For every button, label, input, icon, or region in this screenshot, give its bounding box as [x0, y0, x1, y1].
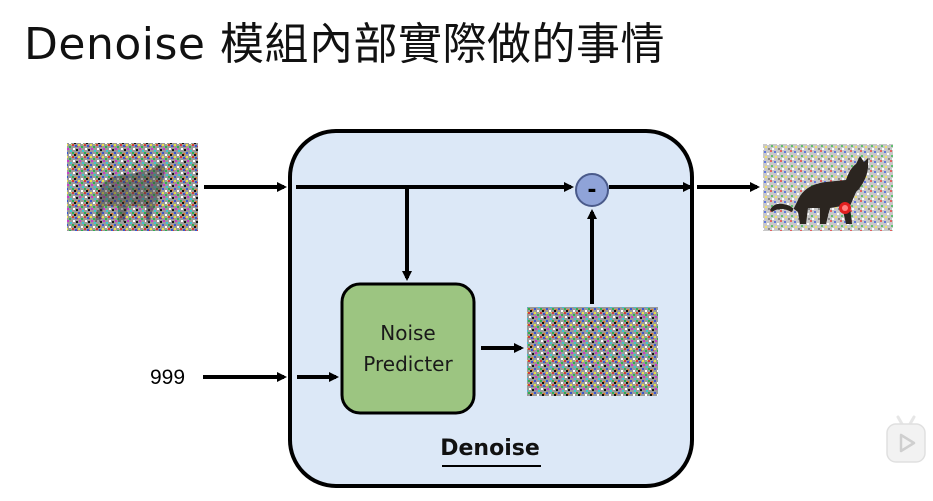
slide-title: Denoise 模組內部實際做的事情 — [24, 19, 665, 70]
noise-predicter-label-line2: Predicter — [363, 352, 453, 376]
noise-predicter-label-line1: Noise — [380, 321, 436, 345]
denoise-module-label: Denoise — [440, 436, 540, 461]
play-icon[interactable] — [884, 411, 928, 465]
subtract-symbol: - — [587, 178, 596, 203]
noise-predicter-box — [340, 282, 476, 415]
step-number-input: 999 — [150, 366, 186, 389]
noise-predicter-label: Noise Predicter — [342, 318, 474, 380]
input-noisy-image — [67, 143, 198, 231]
output-denoised-image — [763, 144, 893, 231]
subtract-operator — [575, 173, 609, 207]
predicted-noise-image — [527, 307, 658, 396]
